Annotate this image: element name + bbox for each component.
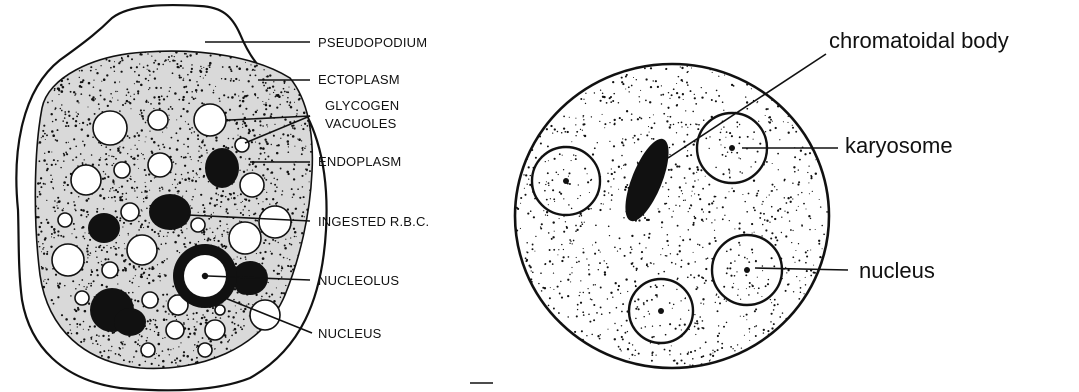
label-pseudopodium: PSEUDOPODIUM xyxy=(318,35,427,50)
label-karyosome: karyosome xyxy=(845,133,953,158)
label-ectoplasm: ECTOPLASM xyxy=(318,72,400,87)
label-ingested-rbc: INGESTED R.B.C. xyxy=(318,214,429,229)
label-endoplasm: ENDOPLASM xyxy=(318,154,401,169)
karyosome-dot-3 xyxy=(744,267,750,273)
label-nucleus-right: nucleus xyxy=(859,258,935,283)
right-labels: chromatoidal body karyosome nucleus xyxy=(829,28,1009,283)
karyosome-dot-2 xyxy=(729,145,735,151)
left-labels: PSEUDOPODIUM ECTOPLASM GLYCOGEN VACUOLES… xyxy=(318,35,429,341)
label-chromatoidal-body: chromatoidal body xyxy=(829,28,1009,53)
label-nucleus-left: NUCLEUS xyxy=(318,326,382,341)
label-glycogen: GLYCOGEN xyxy=(325,98,399,113)
label-vacuoles: VACUOLES xyxy=(325,116,397,131)
karyosome-dot-4 xyxy=(658,308,664,314)
karyosome-dot-1 xyxy=(563,178,569,184)
trophozoite-diagram xyxy=(16,5,326,390)
nucleolus-dot xyxy=(202,273,208,279)
cyst-diagram xyxy=(511,61,835,372)
label-nucleolus: NUCLEOLUS xyxy=(318,273,399,288)
